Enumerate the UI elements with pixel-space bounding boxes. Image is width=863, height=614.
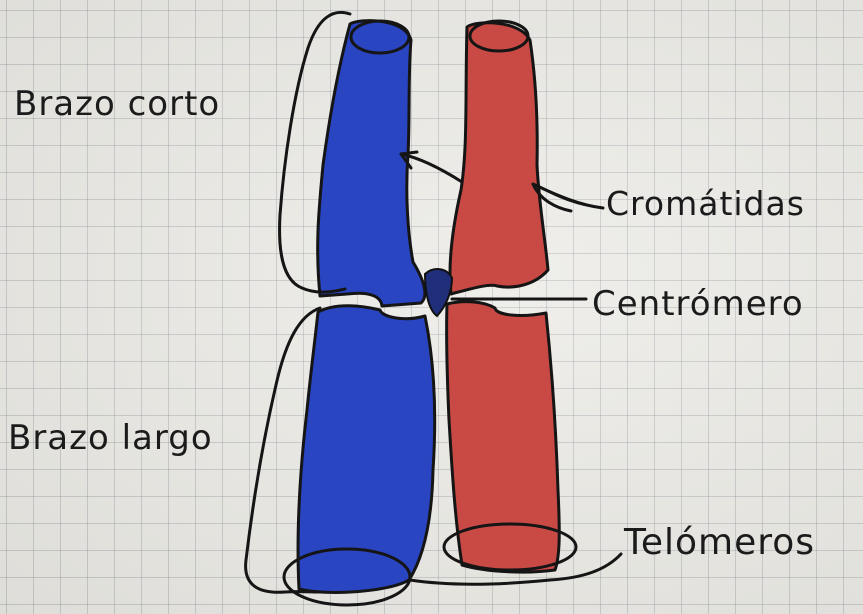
chromatid-red: [445, 21, 561, 574]
short-arm-bracket: [278, 10, 352, 294]
label-centromere: Centrómero: [592, 284, 804, 324]
telomere-pointer-line: [408, 552, 623, 586]
label-chromatids: Cromátidas: [606, 184, 805, 223]
telomere-bottom-right: [442, 522, 578, 572]
telomere-top-right: [468, 19, 530, 53]
centromere-mark: [423, 268, 454, 318]
chromatid-arrow-right: [531, 182, 605, 213]
chromatid-arrow-left: [399, 150, 464, 184]
label-long-arm: Brazo largo: [8, 418, 213, 458]
telomere-bottom-left: [282, 547, 412, 607]
label-telomeres: Telómeros: [624, 522, 816, 563]
chromatid-blue: [296, 19, 437, 594]
label-short-arm: Brazo corto: [14, 84, 221, 124]
long-arm-bracket: [244, 306, 322, 594]
telomere-top-left: [349, 19, 411, 55]
